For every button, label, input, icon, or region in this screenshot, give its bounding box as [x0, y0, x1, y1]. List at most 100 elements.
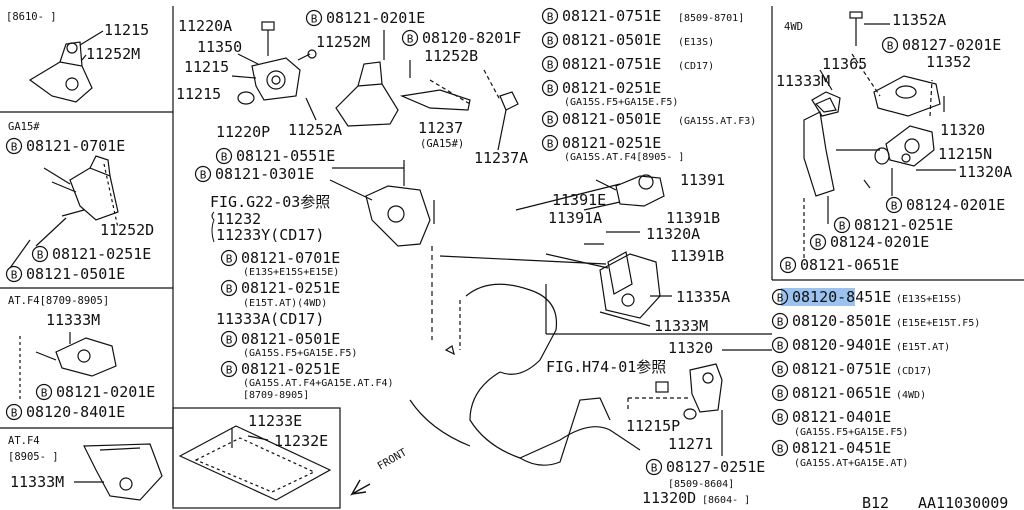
panel-frames — [0, 6, 1024, 509]
part-11365: 11365 — [822, 55, 867, 73]
part-11335a: 11335A — [676, 288, 730, 306]
legend-note-1: (E13S+E15S) — [896, 294, 962, 305]
bolt-08120-8401e: 08120-8401E — [26, 403, 125, 421]
panel-atf4: AT.F4[8709-8905] 11333M 08121-0201E 0812… — [5, 295, 155, 421]
panel-code: [8905- ] — [8, 451, 59, 463]
bolt-08121-0251e: 08121-0251E — [562, 79, 661, 97]
legend-note-5: (4WD) — [896, 390, 926, 401]
part-11333m: 11333M — [10, 473, 64, 491]
note-0501e-2: (GA15S.AT.F3) — [678, 116, 756, 127]
note-0251e-2: (GA15S.AT.F4[8905- ] — [564, 152, 684, 163]
note-0751e: [8509-8701] — [678, 13, 744, 24]
bolt-08121-0251e-2: 08121-0251E — [241, 360, 340, 378]
legend-bolt-7: 08121-0451E — [792, 439, 891, 457]
bolt-08121-0201e: 08121-0201E — [326, 9, 425, 27]
part-11215p: 11215P — [626, 417, 680, 435]
note-0501e: (E13S) — [678, 37, 714, 48]
bolt-08127-0201e: 08127-0201E — [902, 36, 1001, 54]
cover-drawing — [178, 425, 332, 501]
mount-drawing-4wd — [803, 11, 956, 258]
legend-note-7: (GA15S.AT+GA15E.AT) — [794, 458, 908, 469]
note-0251e: (E15T.AT)(4WD) — [243, 298, 327, 309]
part-11352: 11352 — [926, 53, 971, 71]
bolt-08121-0501e: 08121-0501E — [241, 330, 340, 348]
note-0251e-3: [8509-8604] — [668, 479, 734, 490]
panel-code: [8610- ] — [6, 11, 57, 23]
part-11333m: 11333M — [46, 311, 100, 329]
note-11320d: [8604- ] — [702, 495, 750, 506]
bracket-drawing — [19, 332, 117, 400]
part-11237-note: (GA15#) — [420, 138, 464, 150]
note-0251e-2a: (GA15S.AT.F4+GA15E.AT.F4) — [243, 378, 394, 389]
fig-ref-h74-01: FIG.H74-01参照 — [546, 358, 666, 376]
bolt-08120-8201f: 08120-8201F — [422, 29, 521, 47]
bolt-08124-0201e-2: 08124-0201E — [830, 233, 929, 251]
part-11233y: 11233Y(CD17) — [216, 226, 324, 244]
bolt-08121-0251e: 08121-0251E — [854, 216, 953, 234]
part-11215-b: 11215 — [176, 85, 221, 103]
part-11320a: 11320A — [646, 225, 700, 243]
legend-bolt-2: 08120-8501E — [792, 312, 891, 330]
legend-note-6: (GA15S.F5+GA15E.F5) — [794, 427, 908, 438]
bolt-08121-0701e: 08121-0701E — [241, 249, 340, 267]
panel-title: AT.F4[8709-8905] — [8, 295, 109, 307]
bolt-08121-0501e: 08121-0501E — [562, 31, 661, 49]
panel-atf4-late: AT.F4 [8905- ] 11333M — [8, 435, 163, 501]
legend-bolt-6: 08121-0401E — [792, 408, 891, 426]
part-11252a: 11252A — [288, 121, 342, 139]
part-11220p: 11220P — [216, 123, 270, 141]
bolt-08121-0551e: 08121-0551E — [236, 147, 335, 165]
bolt-08121-0701e: 08121-0701E — [26, 137, 125, 155]
part-11352a: 11352A — [892, 11, 946, 29]
main-left: 11220A 11350 11215 11215 11220P 11252A 0… — [176, 9, 528, 401]
bolt-08121-0501e: 08121-0501E — [26, 265, 125, 283]
part-11252b: 11252B — [424, 47, 478, 65]
part-11320: 11320 — [940, 121, 985, 139]
legend-bolt-3: 08120-9401E — [792, 336, 891, 354]
bolt-08127-0251e: 08127-0251E — [666, 458, 765, 476]
legend-bolt-4: 08121-0751E — [792, 360, 891, 378]
panel-4wd: 4WD 11352A 08127-0201E 11365 11352 11333… — [776, 11, 1012, 274]
fig-ref-g22-03: FIG.G22-03参照 — [210, 193, 330, 211]
bolt-08121-0201e: 08121-0201E — [56, 383, 155, 401]
part-11333a: 11333A(CD17) — [216, 310, 324, 328]
note-0501e: (GA15S.F5+GA15E.F5) — [243, 348, 357, 359]
main-drawing — [231, 21, 772, 466]
panel-title: GA15# — [8, 121, 40, 133]
part-11215: 11215 — [104, 21, 149, 39]
bolt-legend: 08120-8451E (E13S+E15S) 08120-8501E (E15… — [771, 288, 980, 469]
selection-highlight — [781, 288, 855, 306]
part-11391b: 11391B — [666, 209, 720, 227]
part-11391: 11391 — [680, 171, 725, 189]
note-0751e-2: (CD17) — [678, 61, 714, 72]
legend-bolt-1: 08120-8451E — [792, 288, 891, 306]
page-code: B12 — [862, 494, 889, 510]
bolt-08121-0501e-2: 08121-0501E — [562, 110, 661, 128]
bolt-08121-0751e: 08121-0751E — [562, 7, 661, 25]
panel-ga15: GA15# 08121-0701E 11252D 08121-0251E 081… — [5, 121, 154, 283]
part-11252d: 11252D — [100, 221, 154, 239]
part-11233e: 11233E — [248, 412, 302, 430]
part-11350: 11350 — [197, 38, 242, 56]
bolt-08121-0651e: 08121-0651E — [800, 256, 899, 274]
main-right: 08121-0751E [8509-8701] 08121-0501E (E13… — [350, 7, 765, 507]
panel-title: AT.F4 — [8, 435, 40, 447]
part-11252m: 11252M — [86, 45, 140, 63]
bracket-drawing — [9, 155, 119, 269]
part-11320d: 11320D — [642, 489, 696, 507]
part-11237: 11237 — [418, 119, 463, 137]
legend-note-3: (E15T.AT) — [896, 342, 950, 353]
reference-code: AA11030009 — [918, 494, 1008, 510]
part-11391a: 11391A — [548, 209, 602, 227]
part-11232: 11232 — [216, 210, 261, 228]
front-label: FRONT — [376, 446, 410, 473]
part-11237a: 11237A — [474, 149, 528, 167]
bolt-08121-0301e: 08121-0301E — [215, 165, 314, 183]
panel-title: 4WD — [784, 21, 803, 33]
bracket-drawing — [74, 443, 163, 501]
part-11320: 11320 — [668, 339, 713, 357]
bolt-08124-0201e: 08124-0201E — [906, 196, 1005, 214]
part-11333m: 11333M — [654, 317, 708, 335]
panel-bottom: 11233E 11232E — [178, 412, 332, 501]
